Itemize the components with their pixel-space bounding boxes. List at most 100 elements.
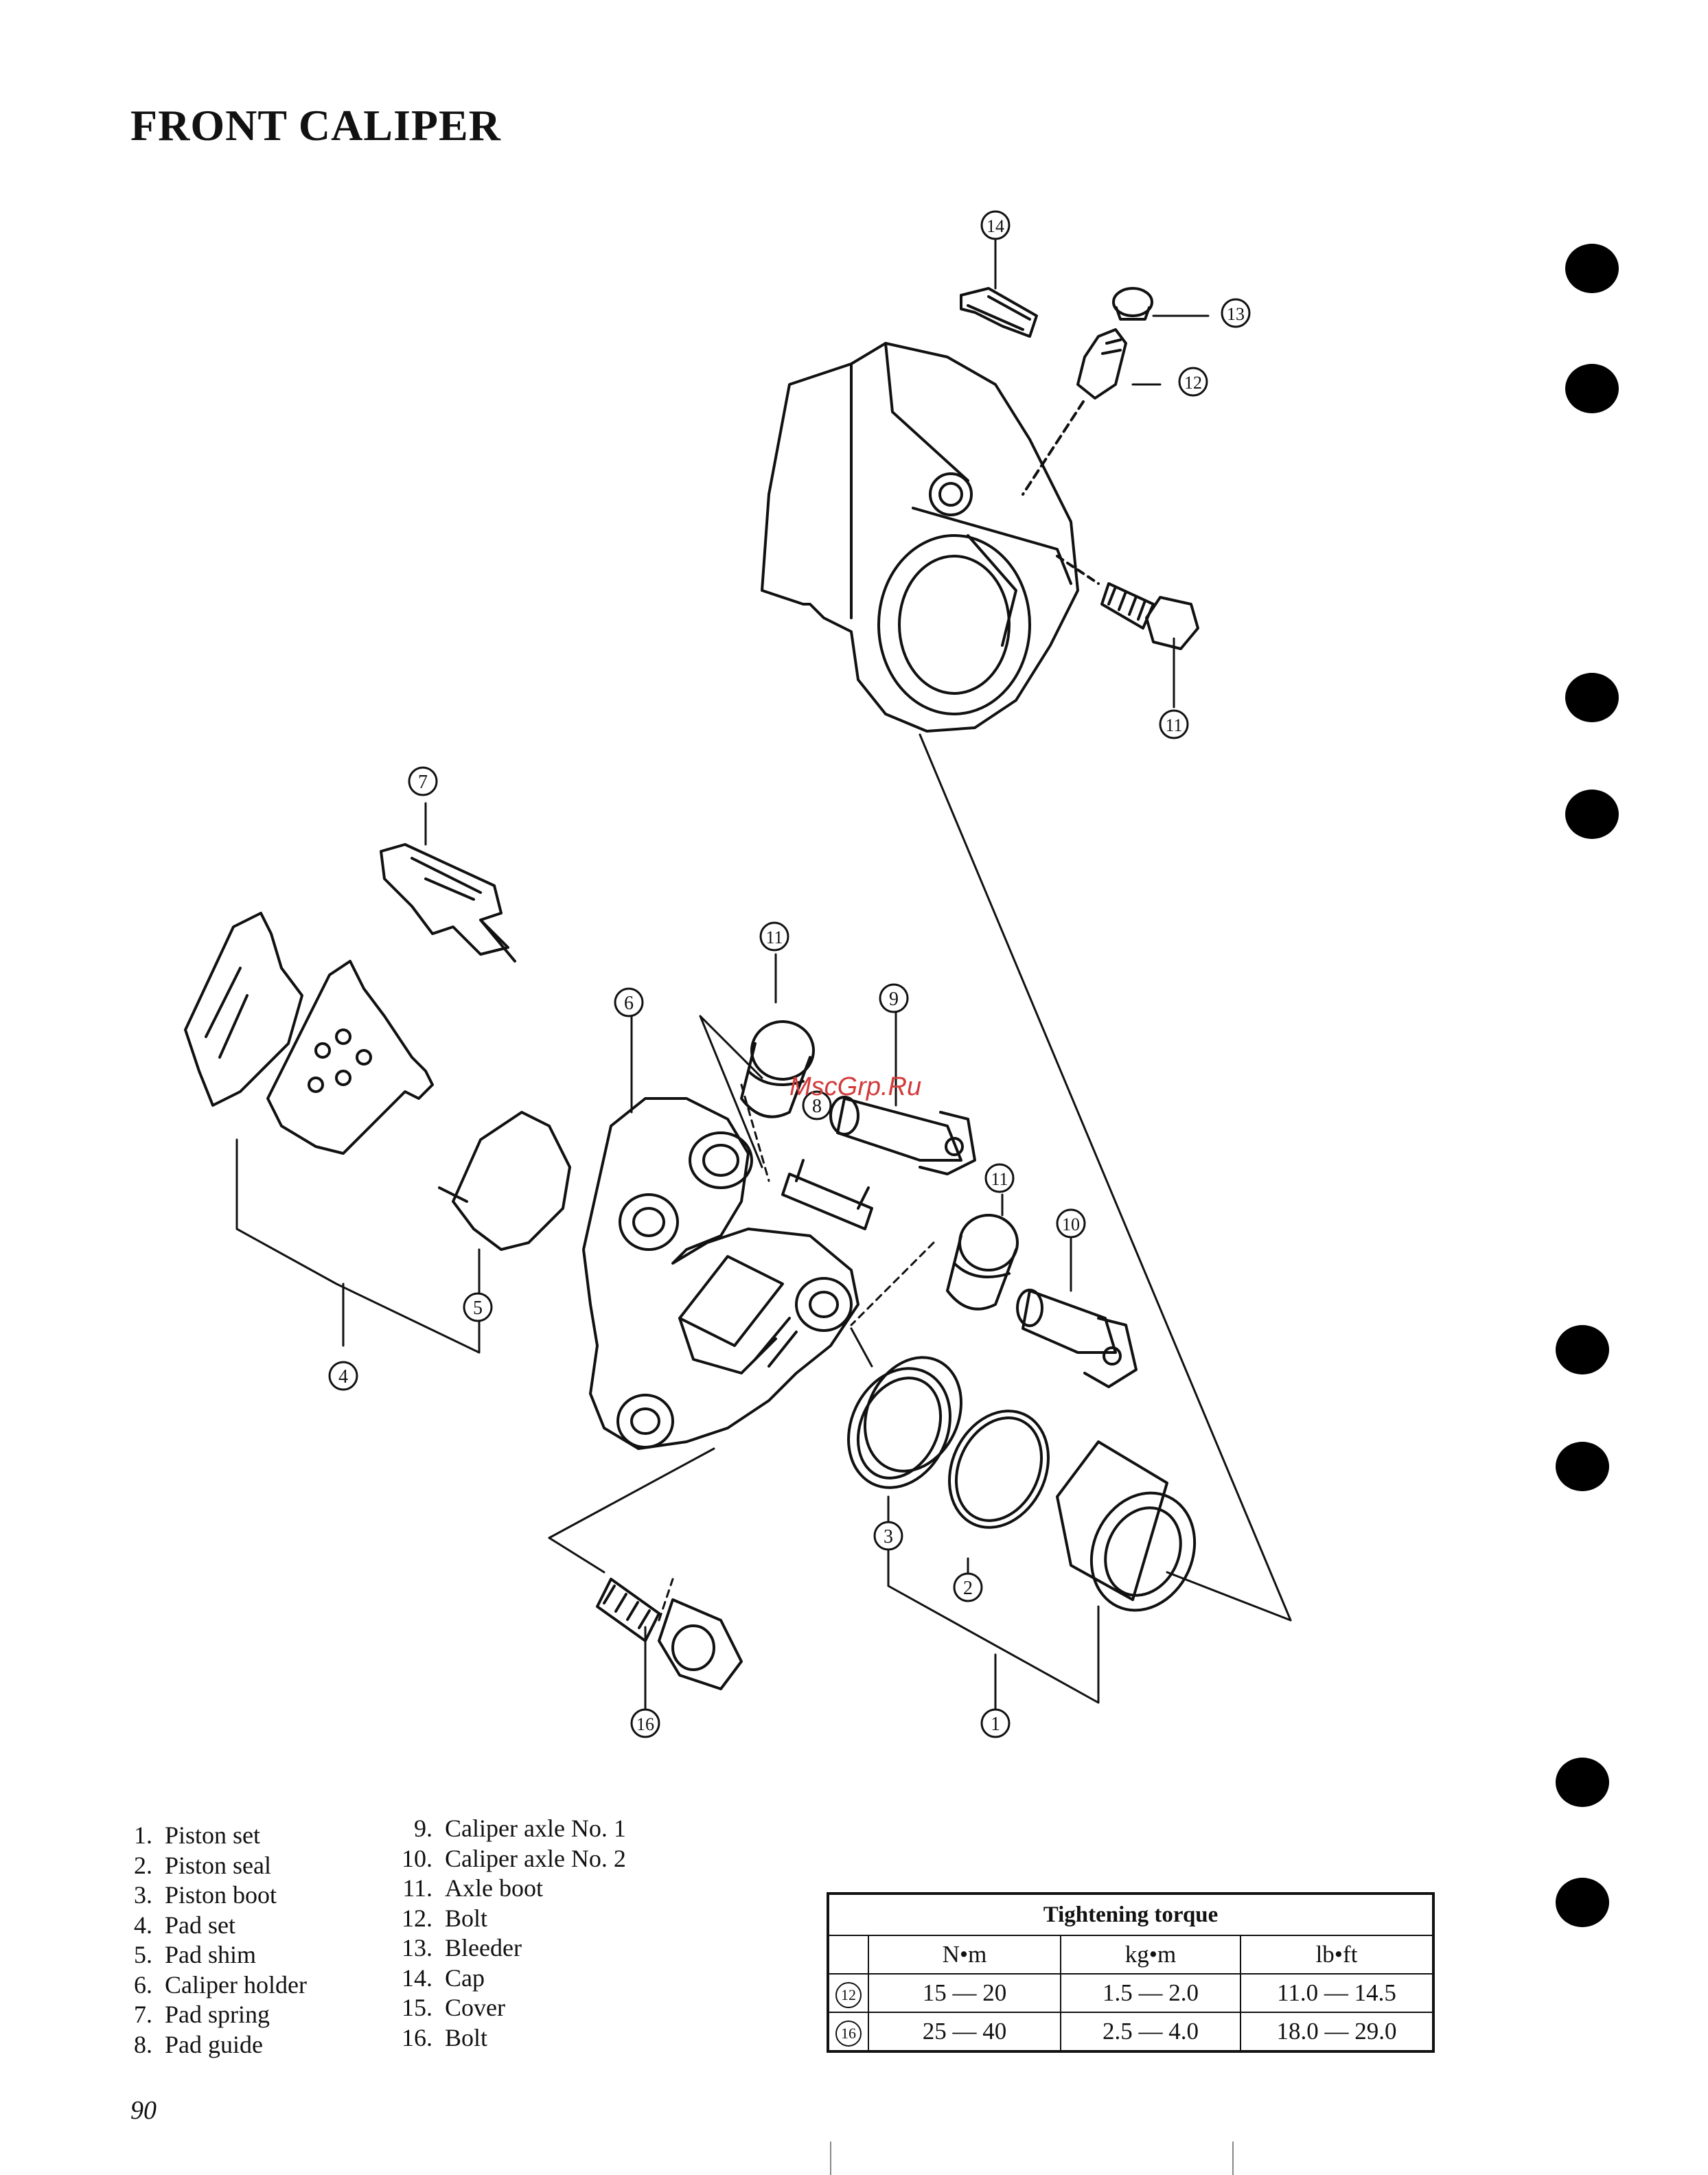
callout-10: 10 [1056,1208,1086,1239]
svg-text:9: 9 [889,989,899,1010]
parts-list-item: 5.Pad shim [134,1941,257,1968]
bleeder-13 [1022,328,1127,496]
registration-dot [1565,244,1619,293]
parts-list-col1: 1.Piston set 2.Piston seal 3.Piston boot… [128,1821,307,2060]
callout-2: 2 [953,1572,983,1602]
piston-boot-3 [847,1356,962,1489]
svg-text:5: 5 [473,1298,483,1319]
svg-text:6: 6 [624,993,634,1014]
callout-5: 5 [463,1292,493,1322]
parts-list-item: 13.Bleeder [402,1934,522,1961]
parts-list-item: 11.Axle boot [402,1874,543,1902]
torque-ref-marker: 12 [835,1981,862,2008]
parts-list-item: 6.Caliper holder [134,1970,307,1999]
piston-seal-2 [948,1409,1050,1529]
registration-dot [1556,1878,1609,1927]
svg-text:12: 12 [1184,373,1202,393]
torque-header-kgm: kg•m [1060,1935,1241,1975]
callout-3: 3 [873,1521,903,1551]
torque-cell-lbft: 11.0 — 14.5 [1240,1973,1434,2013]
parts-list-item: 16.Bolt [402,2023,488,2051]
callout-4: 4 [328,1361,358,1391]
parts-list-item: 2.Piston seal [134,1851,272,1879]
caliper-axle-10 [1016,1289,1138,1388]
registration-dot [1565,364,1619,413]
svg-text:7: 7 [418,772,428,793]
parts-list-item: 10.Caliper axle No. 2 [402,1844,626,1872]
parts-list-item: 3.Piston boot [134,1881,277,1909]
torque-table-header-row: N•m kg•m lb•ft [827,1935,1434,1975]
callouts: 14 13 12 11 7 11 9 6 8 11 10 5 4 3 2 16 … [328,210,1251,1738]
caliper-axle-9 [829,1096,976,1175]
caliper-holder-6 [582,1097,859,1450]
torque-cell-nm: 25 — 40 [868,2012,1061,2052]
parts-list-item: 14.Cap [402,1964,485,1992]
axle-boot-11b [946,1214,1019,1311]
torque-ref-marker: 16 [835,2020,862,2047]
pad-set-4 [184,912,434,1155]
callout-6: 6 [614,987,644,1017]
callout-16: 16 [630,1708,660,1738]
cap-14 [1112,287,1153,321]
cover-15 [960,287,1038,338]
callout-11b: 11 [984,1163,1015,1193]
table-row: 12 15 — 20 1.5 — 2.0 11.0 — 14.5 [827,1973,1434,2013]
parts-list-item: 9.Caliper axle No. 1 [414,1815,626,1842]
callout-15: 14 [980,210,1011,240]
svg-text:8: 8 [812,1096,822,1117]
pad-guide-8 [781,1159,873,1230]
callout-14: 13 [1221,298,1251,328]
svg-text:11: 11 [765,928,783,947]
torque-cell-kgm: 1.5 — 2.0 [1060,1973,1241,2013]
svg-text:2: 2 [963,1578,973,1599]
bolt-16 [596,1578,743,1690]
parts-list-item: 4.Pad set [134,1911,235,1939]
registration-dot [1556,1442,1609,1491]
parts-list-col2: 9.Caliper axle No. 1 10.Caliper axle No.… [391,1814,626,2053]
torque-cell-nm: 15 — 20 [868,1973,1061,2013]
svg-text:10: 10 [1062,1215,1080,1234]
axle-boot-11a [740,1020,815,1118]
svg-text:11: 11 [1165,715,1182,735]
bolt-12 [1056,555,1199,650]
callout-12: 11 [1159,709,1189,739]
registration-dot [1565,673,1619,722]
torque-header-nm: N•m [868,1935,1061,1975]
piston-1 [1056,1440,1197,1612]
registration-dot [1556,1325,1609,1374]
parts-list-item: 1.Piston set [134,1821,261,1849]
watermark: MscGrp.Ru [789,1072,922,1101]
svg-text:13: 13 [1227,304,1245,324]
torque-table-caption: Tightening torque [827,1893,1434,1936]
table-row: 16 25 — 40 2.5 — 4.0 18.0 — 29.0 [827,2012,1434,2052]
pad-shim-5 [438,1111,571,1251]
svg-text:16: 16 [636,1714,654,1734]
callout-9: 9 [879,983,909,1013]
torque-cell-lbft: 18.0 — 29.0 [1240,2012,1434,2052]
parts-list-item: 12.Bolt [402,1904,488,1932]
registration-dot [1556,1758,1609,1807]
torque-table: Tightening torque N•m kg•m lb•ft 12 15 —… [827,1892,1435,2053]
parts-list-item: 8.Pad guide [134,2030,263,2058]
parts-list-item: 15.Cover [402,1994,505,2021]
page-title: FRONT CALIPER [130,101,501,150]
parts-list-item: 7.Pad spring [134,2001,270,2028]
svg-text:14: 14 [986,216,1004,236]
leader-lines [235,239,1292,1711]
torque-cell-kgm: 2.5 — 4.0 [1060,2012,1241,2052]
svg-text:3: 3 [884,1526,893,1547]
caliper-body [761,342,1079,733]
torque-header-lbft: lb•ft [1240,1935,1434,1975]
callout-7: 7 [408,766,438,796]
callout-13: 12 [1178,367,1208,397]
callout-8: 8 [802,1090,832,1120]
callout-11a: 11 [759,921,789,952]
pad-spring-7 [380,843,516,963]
registration-dot [1565,790,1619,839]
svg-text:11: 11 [991,1169,1008,1189]
scan-marks [830,2141,1234,2175]
callout-1: 1 [980,1708,1011,1738]
page-number: 90 [130,2096,157,2125]
svg-text:4: 4 [338,1366,348,1388]
